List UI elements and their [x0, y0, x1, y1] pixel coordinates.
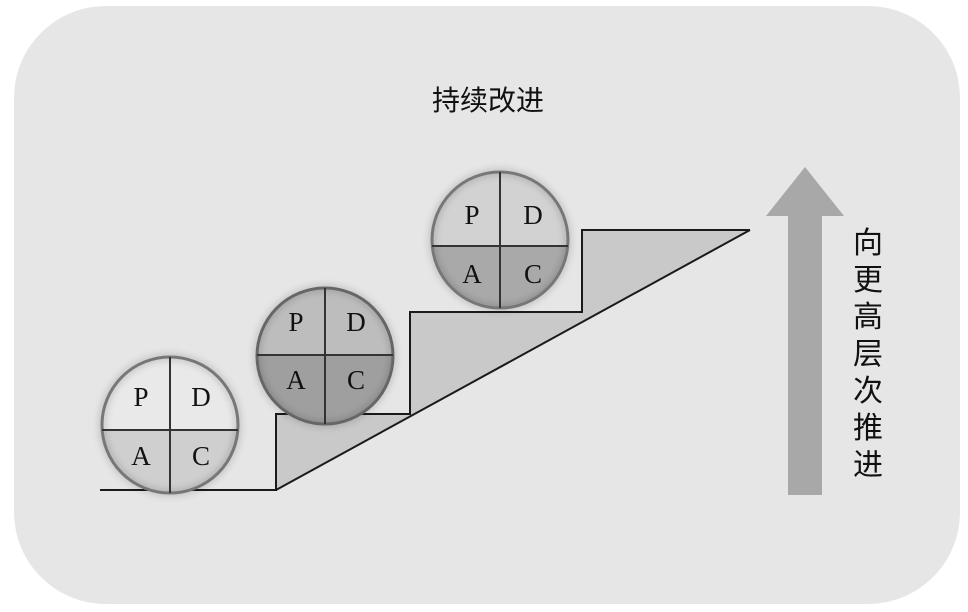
diagram-title: 持续改进: [432, 84, 544, 117]
cycle-2-label-p: P: [288, 307, 303, 337]
cycle-3-label-d: D: [523, 200, 543, 230]
side-label-char-6: 推: [853, 411, 883, 446]
side-label-char-3: 高: [853, 300, 883, 335]
cycle-3-label-c: C: [524, 259, 542, 289]
cycle-1-label-c: C: [192, 441, 210, 471]
side-label-char-1: 向: [853, 226, 883, 261]
side-label-char-2: 更: [853, 263, 883, 298]
side-label: 向 更 高 层 次 推 进: [853, 226, 883, 483]
cycle-3-label-p: P: [464, 200, 479, 230]
cycle-1-label-a: A: [131, 441, 151, 471]
side-label-char-4: 层: [853, 337, 883, 372]
cycle-2-label-d: D: [346, 307, 366, 337]
side-label-char-5: 次: [853, 374, 883, 409]
ramp-line: [275, 229, 751, 491]
upward-arrow: [766, 167, 844, 495]
cycle-2-label-c: C: [347, 365, 365, 395]
side-label-char-7: 进: [853, 448, 883, 483]
staircase-line: [100, 229, 750, 491]
cycle-2-label-a: A: [286, 365, 306, 395]
cycle-1-label-p: P: [133, 382, 148, 412]
cycle-3-label-a: A: [462, 259, 482, 289]
cycle-1-label-d: D: [191, 382, 211, 412]
